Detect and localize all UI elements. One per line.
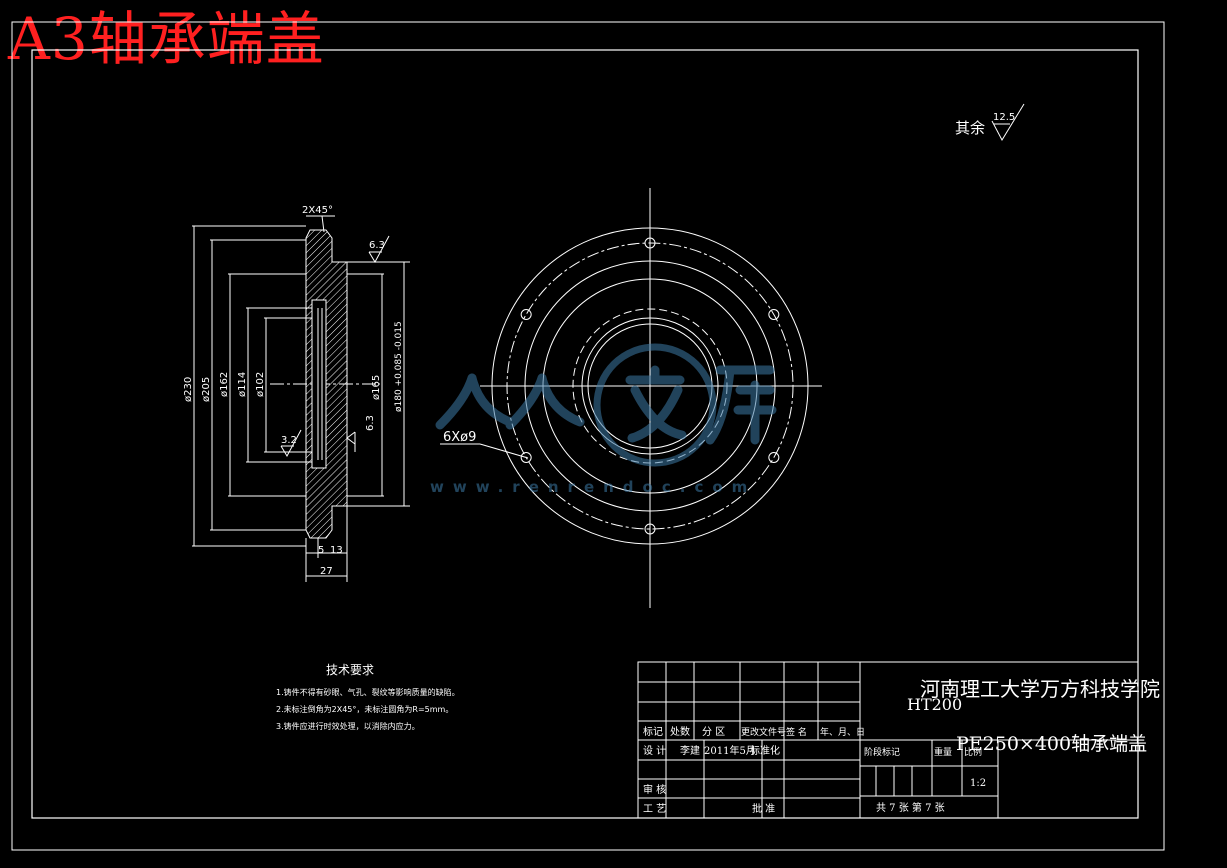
roughness-right-label: 6.3 [365, 415, 376, 431]
tb-design-name: 李建 [680, 744, 700, 757]
tb-weight-label: 重量 [934, 746, 952, 758]
tb-header-2: 分 区 [702, 726, 725, 738]
dia-114-label: ø114 [237, 372, 248, 397]
hole-callout-label: 6Xø9 [443, 430, 476, 445]
title-block [637, 661, 1139, 819]
tb-scale-value: 1:2 [970, 778, 986, 789]
bolt-holes [520, 237, 780, 535]
section-view [192, 215, 410, 582]
dim-27-label: 27 [320, 566, 333, 577]
tech-heading: 技术要求 [326, 663, 374, 677]
tech-item-3: 3.铸件应进行时效处理，以消除内应力。 [276, 721, 420, 731]
tb-review-label: 审 核 [643, 783, 666, 796]
dia-165-label: ø165 [371, 375, 382, 400]
tb-header-4: 签 名 [786, 726, 807, 738]
hole-callout: 6Xø9 [440, 430, 529, 459]
tb-header-0: 标记 [643, 726, 663, 738]
tb-material: HT200 [907, 695, 962, 714]
tb-approve-label: 批 准 [752, 802, 775, 815]
outer-frame [11, 21, 1165, 851]
bolt-hole [520, 452, 532, 463]
dim-13-label: 13 [330, 545, 343, 556]
tb-design-date: 2011年5月 [704, 744, 756, 757]
surface-finish-note: 其余 12.5 [955, 103, 1025, 142]
surface-finish-label: 其余 [955, 119, 985, 137]
tech-item-1: 1.铸件不得有砂眼、气孔、裂纹等影响质量的缺陷。 [276, 687, 460, 697]
dia-162-label: ø162 [219, 372, 230, 397]
tb-scale-label: 比例 [964, 746, 982, 758]
tb-sheets: 共 7 张 第 7 张 [876, 801, 945, 814]
tb-stage-label: 阶段标记 [864, 746, 900, 758]
bolt-hole [644, 523, 656, 535]
tb-header-1: 处数 [670, 725, 690, 738]
tb-drawing-name: PE250×400轴承端盖 [956, 733, 1147, 755]
chamfer-label: 2X45° [302, 205, 333, 216]
tb-school: 河南理工大学万方科技学院 [920, 677, 1160, 701]
dia-230-label: ø230 [183, 377, 194, 402]
bolt-hole [520, 309, 532, 320]
roughness-left-label: 3.2 [281, 435, 297, 446]
tech-item-2: 2.未标注倒角为2X45°，未标注圆角为R=5mm。 [276, 704, 453, 714]
dia-180-label: ø180 +0.085 -0.015 [394, 321, 404, 412]
drawing-title: A3轴承端盖 [8, 5, 325, 73]
tb-standard-label: 标准化 [750, 744, 780, 757]
tb-header-5: 年、月、日 [820, 726, 865, 738]
tb-header-3: 更改文件号 [741, 726, 786, 738]
inner-frame [31, 49, 1139, 819]
front-view [480, 188, 822, 608]
bolt-hole [768, 309, 780, 320]
tb-process-label: 工 艺 [643, 803, 666, 815]
bolt-hole [768, 452, 780, 463]
dia-102-label: ø102 [255, 372, 266, 397]
surface-finish-value: 12.5 [993, 112, 1015, 123]
roughness-top-label: 6.3 [369, 240, 385, 251]
tech-requirements: 技术要求 1.铸件不得有砂眼、气孔、裂纹等影响质量的缺陷。 2.未标注倒角为2X… [276, 663, 460, 731]
dia-205-label: ø205 [201, 377, 212, 402]
bolt-hole [644, 237, 656, 249]
dim-5-label: 5 [318, 545, 324, 556]
title-block-labels: 标记 处数 分 区 更改文件号 签 名 年、月、日 设 计 李建 2011年5月… [643, 677, 1160, 815]
section-view-labels: 2X45° 6.3 3.2 6.3 ø230 ø205 ø162 ø114 ø1… [183, 205, 404, 577]
tb-design-label: 设 计 [643, 744, 666, 757]
